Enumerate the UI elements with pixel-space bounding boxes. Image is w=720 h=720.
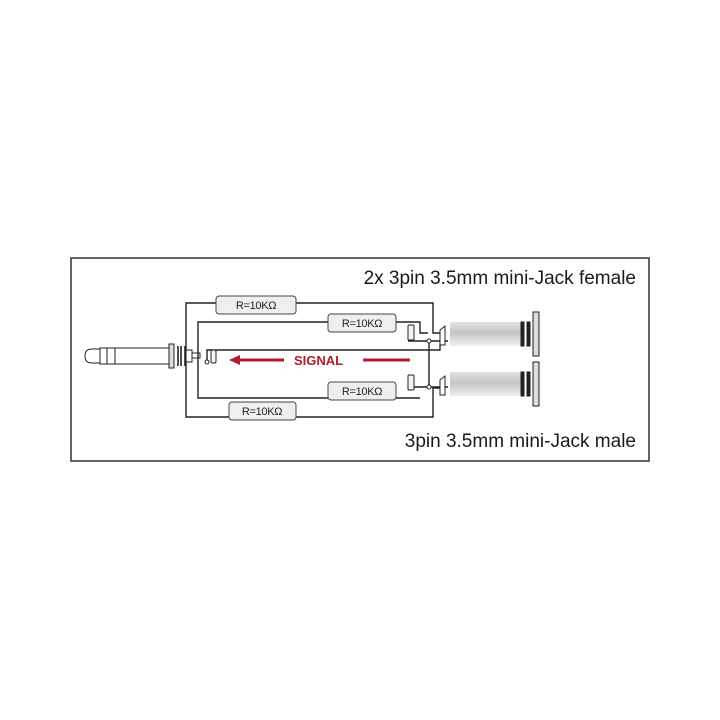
signal-label: SIGNAL (294, 353, 343, 368)
junction-dot (426, 338, 432, 344)
junction-dot (426, 384, 432, 390)
male-jack-plug (84, 343, 217, 369)
female-jack-bottom (407, 361, 540, 407)
resistor-inner-bottom: R=10KΩ (327, 381, 397, 401)
signal-arrow: SIGNAL (229, 353, 410, 368)
title-female: 2x 3pin 3.5mm mini-Jack female (364, 268, 636, 289)
title-male: 3pin 3.5mm mini-Jack male (405, 431, 636, 452)
svg-text:R=10KΩ: R=10KΩ (236, 300, 276, 312)
svg-text:R=10KΩ: R=10KΩ (342, 386, 382, 398)
female-jack-top (407, 311, 540, 357)
junction-dot (204, 359, 210, 365)
svg-text:R=10KΩ: R=10KΩ (242, 406, 282, 418)
svg-text:R=10KΩ: R=10KΩ (342, 318, 382, 330)
resistor-inner-top: R=10KΩ (327, 313, 397, 333)
resistor-outer-bottom: R=10KΩ (228, 401, 297, 421)
resistor-outer-top: R=10KΩ (215, 295, 297, 315)
